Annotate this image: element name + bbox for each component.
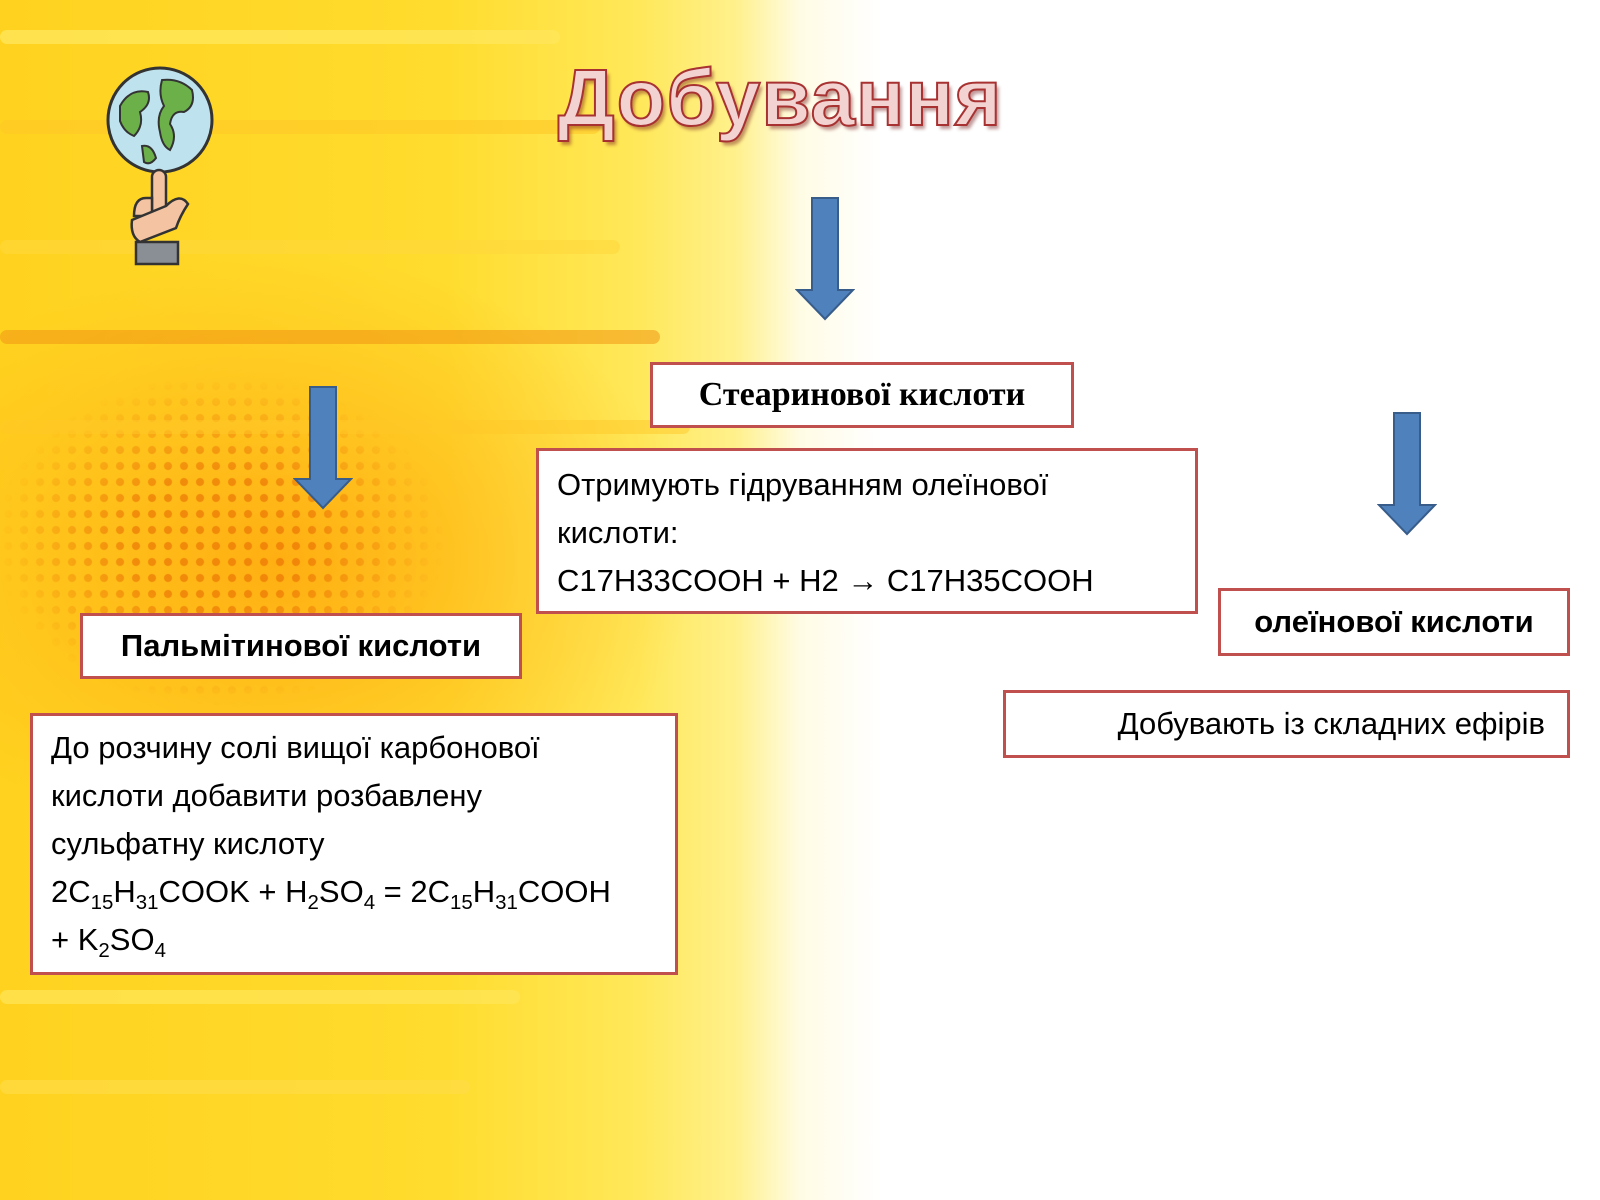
stearic-acid-label-text: Стеаринової кислоти (698, 376, 1026, 413)
eq-subscript: 4 (363, 891, 376, 915)
eq-subscript: 15 (450, 891, 473, 915)
background-streak (0, 30, 560, 44)
eq-subscript: 2 (307, 891, 319, 915)
palmitic-acid-label-text: Пальмітинової кислоти (120, 628, 482, 663)
background-streak (0, 120, 600, 134)
oleic-acid-label: олеїнової кислоти (1218, 588, 1570, 656)
stearic-desc-line: Отримують гідруванням олеїнової (557, 467, 1049, 502)
eq-part: 2C (51, 874, 91, 909)
eq-subscript: 15 (90, 891, 114, 915)
background-streak (0, 240, 620, 254)
eq-part: SO (109, 922, 155, 957)
background-streak (0, 330, 660, 344)
oleic-acid-label-text: олеїнової кислоти (1254, 604, 1534, 639)
eq-subscript: 31 (135, 891, 159, 915)
eq-part: + K (51, 922, 99, 957)
stearic-acid-description: Отримують гідруванням олеїнової кислоти:… (536, 448, 1198, 614)
palmitic-acid-description: До розчину солі вищої карбонової кислоти… (30, 713, 678, 975)
background-streak (0, 420, 690, 434)
globe-on-finger-icon (106, 66, 214, 266)
eq-subscript: 4 (154, 939, 166, 963)
background-streak (0, 1080, 470, 1094)
eq-part: = 2C (375, 874, 451, 909)
stearic-equation: C17H33COOH + H2 → C17H35COOH (557, 563, 1094, 598)
eq-subscript: 2 (98, 939, 110, 963)
eq-part: COOK + H (158, 874, 308, 909)
palmitic-equation-line1: 2C15H31COOK + H2SO4 = 2C15H31COOH (51, 868, 657, 916)
arrow-down-icon (293, 386, 353, 510)
background-halftone-dots (0, 330, 560, 750)
oleic-acid-description: Добувають із складних ефірів (1003, 690, 1570, 758)
background-streak (0, 990, 520, 1004)
eq-part: COOH (517, 874, 611, 909)
eq-part: H (472, 874, 496, 909)
palmitic-desc-line: До розчину солі вищої карбонової (51, 730, 540, 765)
palmitic-equation-line2: + K2SO4 (51, 916, 657, 964)
slide-title: Добування (557, 52, 1003, 143)
palmitic-desc-line: сульфатну кислоту (51, 826, 325, 861)
eq-part: H (113, 874, 136, 909)
eq-subscript: 31 (495, 891, 518, 915)
palmitic-acid-label: Пальмітинової кислоти (80, 613, 522, 679)
palmitic-desc-line: кислоти добавити розбавлену (51, 778, 483, 813)
arrow-down-icon (795, 197, 855, 321)
oleic-desc-text: Добувають із складних ефірів (1117, 706, 1545, 741)
arrow-down-icon (1377, 412, 1437, 536)
eq-part: SO (318, 874, 364, 909)
stearic-desc-line: кислоти: (557, 515, 679, 550)
stearic-acid-label: Стеаринової кислоти (650, 362, 1074, 428)
